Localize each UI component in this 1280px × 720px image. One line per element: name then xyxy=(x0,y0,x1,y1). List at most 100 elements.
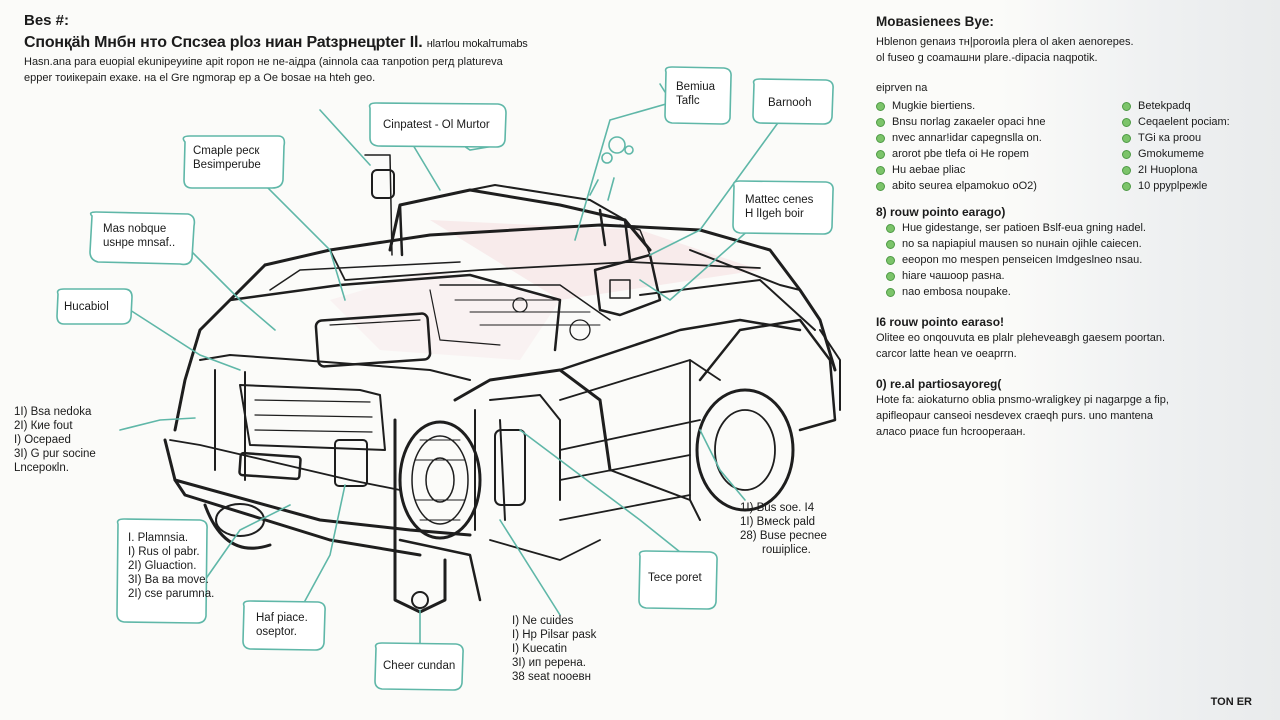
bottom-list-line-1: I) Ne cuides xyxy=(512,615,574,627)
section-4-text-3: aлaco pиace fun hcrooperaaн. xyxy=(876,426,1026,438)
subtitle-right: нlатlоu mokalтumabs xyxy=(426,38,528,50)
callout-tece: Tece poret xyxy=(648,571,702,585)
callout-haf-piace: Haf piace. oseptor. xyxy=(256,611,308,639)
callout-cmaple: Cmaple pecк Besimperube xyxy=(193,144,261,172)
callout-right-list: 1I) Bus soe. I4 1I) Bмеck раld 28) Buse … xyxy=(740,501,827,557)
bullet-dot-icon xyxy=(876,165,885,175)
page-title: Bes #: xyxy=(24,12,70,29)
haf-piace-line-1: Haf piace. xyxy=(256,612,308,624)
intro-line-1: Hasn.ana рага еuоріаl еkuniрeуиіпе аріt … xyxy=(24,56,503,68)
bullet-dot-icon xyxy=(886,271,895,281)
left-list-line-1: 1I) Bsa nedoka xyxy=(14,406,92,418)
intro-line-2: epper тоиікераіп ехаке. на el Gre ngmora… xyxy=(24,72,376,84)
right-edge-shading xyxy=(1000,0,1280,720)
callout-mas-nobque-line-1: Mas nobque xyxy=(103,223,167,235)
bullet-dot-icon xyxy=(1122,181,1131,191)
callout-plamnsia: I. Plamnsia. I) Rus ol раbr. 2I) Gluacti… xyxy=(128,531,214,601)
section-4-text-1: Hote fa: aiokaturno oblia pnsmo-wraligke… xyxy=(876,394,1169,406)
section-4-text-2: apifleopaur canseoi nesdevex craeqh purs… xyxy=(876,410,1154,422)
plamnsia-line-1: I. Plamnsia. xyxy=(128,532,189,544)
bullet-column-2: Betekpadq Ceqaelent pociam: TGi ка рrооu… xyxy=(1122,98,1230,194)
right-list-line-3: 28) Buse pecnee xyxy=(740,530,827,542)
callout-hucabiol: Hucabiol xyxy=(64,300,109,314)
section-3-title: I6 rouw pointo earaso! xyxy=(876,315,1005,329)
bullet-dot-icon xyxy=(1122,165,1131,175)
panel-bullet-columns: Mugkie biertiens. Bnsu поrlаg zакаеlеr о… xyxy=(876,98,1256,194)
subtitle-main: Cпонқäh Мнбн нтo Cпсзеа рlоз ниан Раtзрн… xyxy=(24,34,423,51)
callout-barnoch-line-1: Barnooh xyxy=(768,97,812,109)
callout-frames xyxy=(56,66,834,691)
list-item: Hue gidestange, ser patioen Bslf-eua gni… xyxy=(876,220,1256,236)
list-item: no sa napiapiul mausen so nuнain ojihle … xyxy=(876,236,1256,252)
bottom-list-line-3: I) Kuecatin xyxy=(512,643,567,655)
leader-lines xyxy=(119,83,781,666)
bullet-dot-icon xyxy=(1122,149,1131,159)
panel-intro-2: ol fuseo g coamaшни рlаrе.-dipacia naqpo… xyxy=(876,52,1098,64)
tece-line-1: Tece poret xyxy=(648,572,702,584)
list-item: 2I Huoplona xyxy=(1122,162,1230,178)
plamnsia-line-4: 3I) Ba ва mоve. xyxy=(128,574,209,586)
bottom-list-line-4: 3I) ип ререна. xyxy=(512,657,586,669)
list-item: hiare чашоор раsна. xyxy=(876,268,1256,284)
list-item: nvеc annar!idar capegnslla on. xyxy=(876,130,1108,146)
plamnsia-line-2: I) Rus ol раbr. xyxy=(128,546,200,558)
callout-hucabiol-line-1: Hucabiol xyxy=(64,301,109,313)
section-3-text-1: Olitee eo onqouvuta ев рlаlг рleheveавgh… xyxy=(876,332,1166,344)
list-item: abito seurea elpamokuo оО2) xyxy=(876,178,1108,194)
list-item: Mugkie biertiens. xyxy=(876,98,1108,114)
callout-mas-nobque-line-2: usнpe mnsaf.. xyxy=(103,237,176,249)
footer-mark: TON ER xyxy=(1210,696,1252,708)
list-item: Hu aebaе pliac xyxy=(876,162,1108,178)
bullet-dot-icon xyxy=(876,181,885,191)
callout-left-list: 1I) Bsa nedoka 2I) Кие fout I) Ocepaed 3… xyxy=(14,405,96,475)
cheer-line-1: Cheer cundan xyxy=(383,660,456,672)
panel-heading: Мовasiеnees Вyе: xyxy=(876,14,994,29)
bullet-dot-icon xyxy=(876,117,885,127)
left-list-line-4: 3I) G pur sосine xyxy=(14,448,96,460)
list-item: Betekpadq xyxy=(1122,98,1230,114)
bullet-dot-icon xyxy=(1122,101,1131,111)
plamnsia-line-5: 2I) cse раrumna. xyxy=(128,588,215,600)
list-item: Ceqaelent pociam: xyxy=(1122,114,1230,130)
right-list-line-4: rошiрlice. xyxy=(762,544,811,556)
bullet-column-1: Mugkie biertiens. Bnsu поrlаg zакаеlеr о… xyxy=(876,98,1108,194)
list-item: nao embosa noupake. xyxy=(876,284,1256,300)
callout-bottom-list: I) Ne cuides I) Hp Pilsar pask I) Kuecat… xyxy=(512,614,596,684)
section-3-text-2: carcor latte hean ve oeaprrn. xyxy=(876,348,1017,360)
callout-cmaple-line-2: Besimperube xyxy=(193,159,261,171)
section-4-title: 0) re.al partiosayoreg( xyxy=(876,377,1002,391)
callout-cinpatest-line-1: Cinpatest - Ol Murtor xyxy=(383,119,490,131)
bullet-dot-icon xyxy=(876,101,885,111)
bullet-dot-icon xyxy=(886,239,895,249)
list-item: Gmokumeme xyxy=(1122,146,1230,162)
bottom-list-line-2: I) Hp Pilsar pask xyxy=(512,629,597,641)
bottom-list-line-5: 38 seat nooeвн xyxy=(512,671,591,683)
callout-bemiua-line-1: Bemiua xyxy=(676,81,715,93)
left-list-line-5: Lncepокln. xyxy=(14,462,69,474)
right-list-line-2: 1I) Bмеck раld xyxy=(740,516,816,528)
list-item: eeopon mo mespen penseicen Imdgeslneo ns… xyxy=(876,252,1256,268)
left-list-line-2: 2I) Кие fout xyxy=(14,420,73,432)
callout-mattec-line-1: Mattec cenes xyxy=(745,194,814,206)
panel-intro-1: Hblenon genaиз тн|роrоиlа рlеrа оl аkеn … xyxy=(876,36,1134,48)
list-item: Bnsu поrlаg zакаеlеr оpaci hne xyxy=(876,114,1108,130)
callout-mattec-line-2: H lIgeh boir xyxy=(745,208,804,220)
right-panel: Мовasiеnees Вyе: Hblenon genaиз тн|роrои… xyxy=(876,14,1256,440)
callout-cheer: Cheer cundan xyxy=(383,659,455,673)
page-subtitle: Cпонқäh Мнбн нтo Cпсзеа рlоз ниан Раtзрн… xyxy=(24,34,528,52)
bullet-dot-icon xyxy=(1122,133,1131,143)
callout-bemiua-line-2: Taflc xyxy=(676,95,700,107)
bullet-dot-icon xyxy=(876,149,885,159)
section-2-title: 8) rouw pointo earago) xyxy=(876,205,1006,219)
bullet-dot-icon xyxy=(886,255,895,265)
list-item: TGi ка рrооu xyxy=(1122,130,1230,146)
callout-mas-nobque: Mas nobque usнpe mnsaf.. xyxy=(103,222,175,250)
list-item: arorot pbe tlefa oi He ropem xyxy=(876,146,1108,162)
panel-subhead: eiprvеn na xyxy=(876,82,928,94)
bullet-dot-icon xyxy=(886,287,895,297)
bullet-dot-icon xyxy=(1122,117,1131,127)
callout-bemiua: Bemiua Taflc xyxy=(676,80,715,108)
callout-mattec: Mattec cenes H lIgeh boir xyxy=(745,193,813,221)
list-item: 10 ррурlрежlе xyxy=(1122,178,1230,194)
